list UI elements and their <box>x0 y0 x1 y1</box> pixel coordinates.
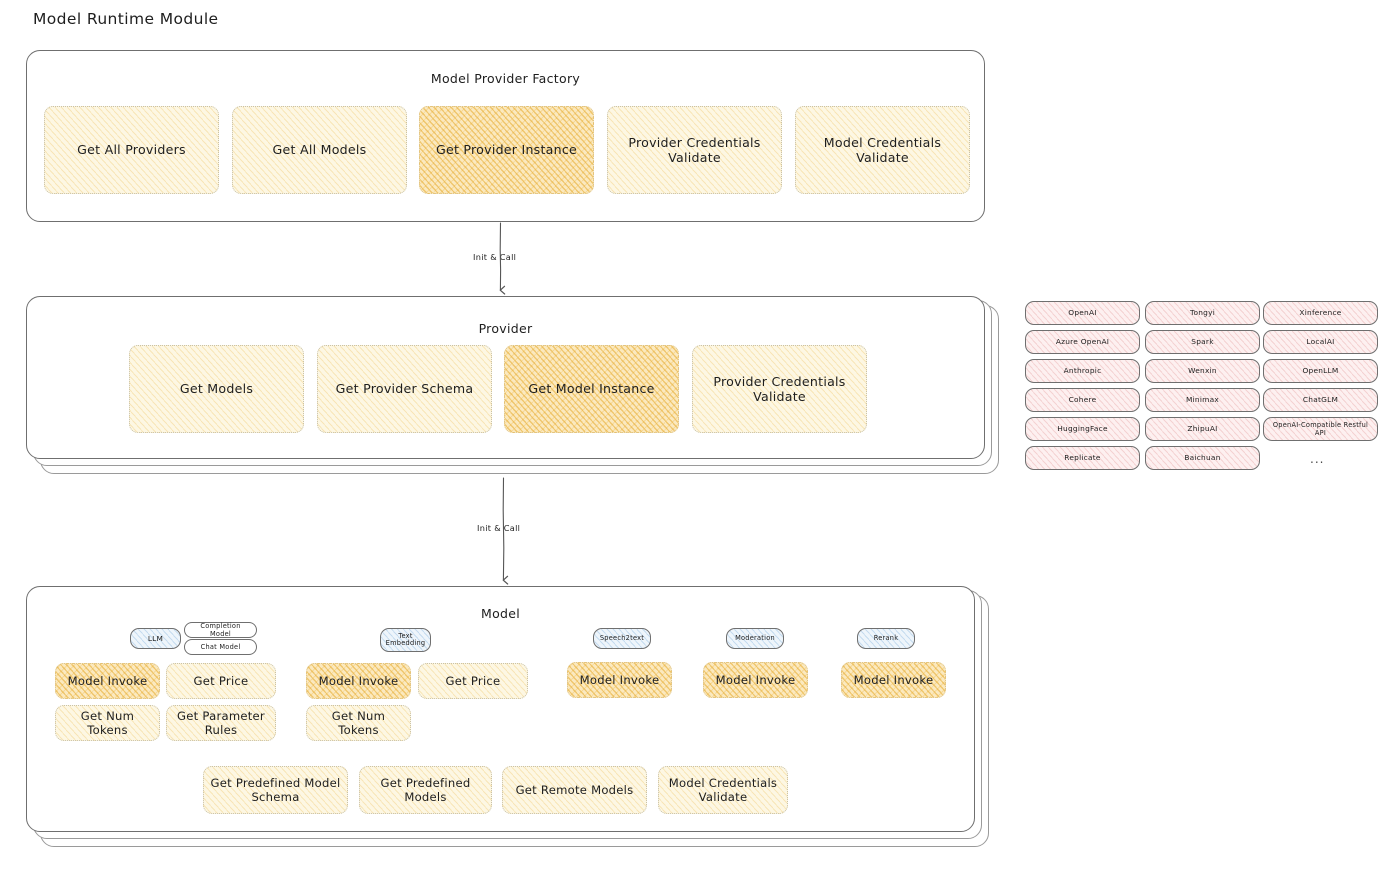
node-get-predefined-models[interactable]: Get Predefined Models <box>359 766 492 814</box>
provider-chip-azure-openai[interactable]: Azure OpenAI <box>1025 330 1140 354</box>
node-provider-credentials-validate-factory[interactable]: Provider Credentials Validate <box>607 106 782 194</box>
node-llm-get-price[interactable]: Get Price <box>166 663 276 699</box>
model-type-text-embedding[interactable]: Text Embedding <box>380 628 431 652</box>
provider-chip-tongyi[interactable]: Tongyi <box>1145 301 1260 325</box>
provider-chip-huggingface[interactable]: HuggingFace <box>1025 417 1140 441</box>
node-embedding-get-num-tokens[interactable]: Get Num Tokens <box>306 705 411 741</box>
provider-chip-spark[interactable]: Spark <box>1145 330 1260 354</box>
node-provider-credentials-validate[interactable]: Provider Credentials Validate <box>692 345 867 433</box>
node-get-all-providers[interactable]: Get All Providers <box>44 106 219 194</box>
provider-chip-zhipuai[interactable]: ZhipuAI <box>1145 417 1260 441</box>
provider-chip-openai[interactable]: OpenAI <box>1025 301 1140 325</box>
node-moderation-model-invoke[interactable]: Model Invoke <box>703 662 808 698</box>
provider-chip-baichuan[interactable]: Baichuan <box>1145 446 1260 470</box>
node-rerank-model-invoke[interactable]: Model Invoke <box>841 662 946 698</box>
node-get-remote-models[interactable]: Get Remote Models <box>502 766 647 814</box>
node-llm-model-invoke[interactable]: Model Invoke <box>55 663 160 699</box>
model-type-rerank[interactable]: Rerank <box>857 628 915 649</box>
model-type-llm[interactable]: LLM <box>130 628 181 649</box>
provider-chip-openai-compatible-restful-api[interactable]: OpenAI-Compatible Restful API <box>1263 417 1378 441</box>
model-subtype-completion-model[interactable]: Completion Model <box>184 622 257 638</box>
node-model-credentials-validate-model[interactable]: Model Credentials Validate <box>658 766 788 814</box>
node-model-credentials-validate-factory[interactable]: Model Credentials Validate <box>795 106 970 194</box>
node-get-provider-schema[interactable]: Get Provider Schema <box>317 345 492 433</box>
model-provider-factory-title: Model Provider Factory <box>430 71 581 86</box>
node-llm-get-parameter-rules[interactable]: Get Parameter Rules <box>166 705 276 741</box>
provider-title: Provider <box>478 321 533 336</box>
node-get-models[interactable]: Get Models <box>129 345 304 433</box>
provider-chip-openllm[interactable]: OpenLLM <box>1263 359 1378 383</box>
model-type-speech2text[interactable]: Speech2text <box>593 628 651 649</box>
arrow-label-init-call-1: Init & Call <box>473 252 517 262</box>
model-type-moderation[interactable]: Moderation <box>726 628 784 649</box>
node-get-provider-instance[interactable]: Get Provider Instance <box>419 106 594 194</box>
node-embedding-model-invoke[interactable]: Model Invoke <box>306 663 411 699</box>
provider-list-more: ... <box>1310 452 1325 466</box>
node-speech2text-model-invoke[interactable]: Model Invoke <box>567 662 672 698</box>
provider-chip-xinference[interactable]: Xinference <box>1263 301 1378 325</box>
node-get-provider-instance-label: Get Provider Instance <box>435 142 578 158</box>
node-get-model-instance[interactable]: Get Model Instance <box>504 345 679 433</box>
page-title: Model Runtime Module <box>33 10 219 28</box>
provider-chip-cohere[interactable]: Cohere <box>1025 388 1140 412</box>
node-embedding-get-price[interactable]: Get Price <box>418 663 528 699</box>
model-type-text-embedding-label: Text Embedding <box>385 631 426 647</box>
provider-chip-replicate[interactable]: Replicate <box>1025 446 1140 470</box>
provider-chip-chatglm[interactable]: ChatGLM <box>1263 388 1378 412</box>
node-llm-get-num-tokens[interactable]: Get Num Tokens <box>55 705 160 741</box>
node-get-predefined-model-schema[interactable]: Get Predefined Model Schema <box>203 766 348 814</box>
provider-chip-wenxin[interactable]: Wenxin <box>1145 359 1260 383</box>
provider-chip-anthropic[interactable]: Anthropic <box>1025 359 1140 383</box>
node-get-all-models[interactable]: Get All Models <box>232 106 407 194</box>
node-get-model-instance-label: Get Model Instance <box>528 381 655 397</box>
model-subtype-chat-model[interactable]: Chat Model <box>184 639 257 655</box>
model-title: Model <box>480 606 521 621</box>
arrow-label-init-call-2: Init & Call <box>477 523 521 533</box>
provider-chip-minimax[interactable]: Minimax <box>1145 388 1260 412</box>
provider-chip-localai[interactable]: LocalAI <box>1263 330 1378 354</box>
